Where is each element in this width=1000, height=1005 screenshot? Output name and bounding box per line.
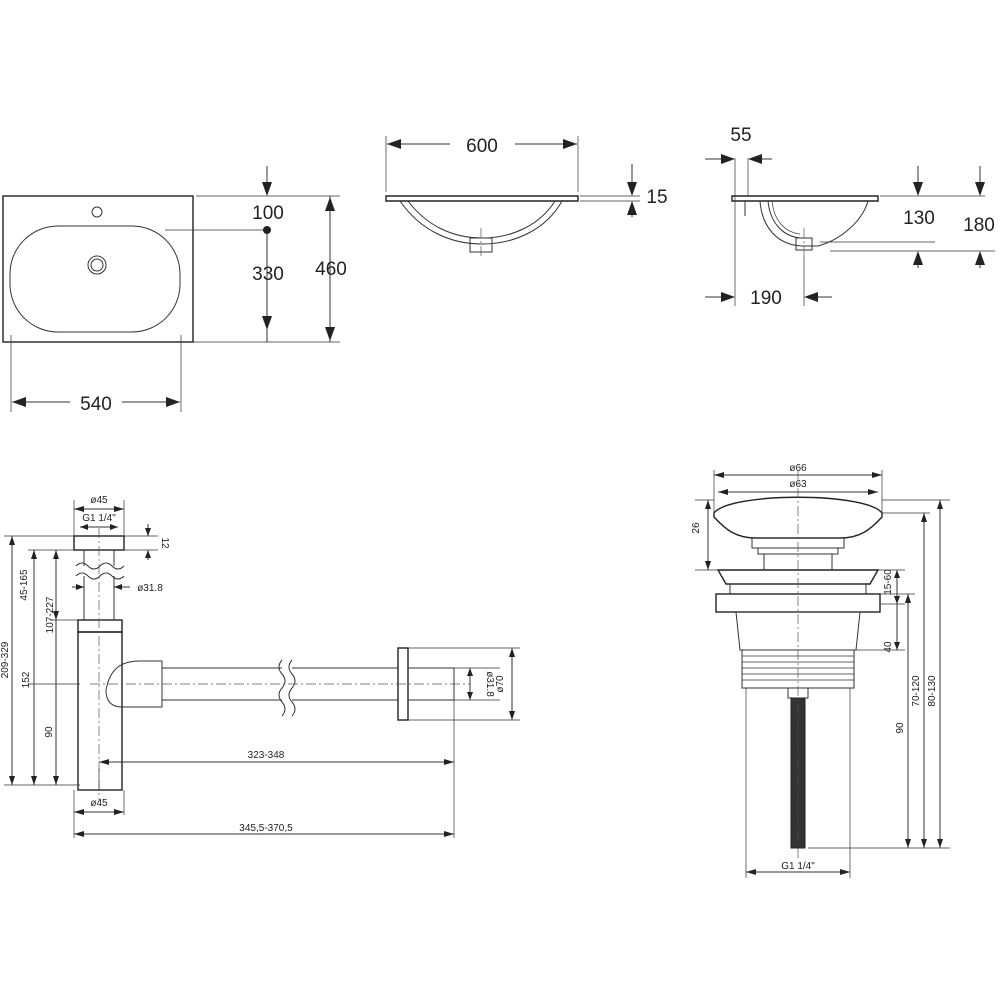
drain-valve-drawing: ø66 ø63 26 15-60 40 90 70-120 <box>691 463 950 878</box>
basin-top-view: 100 330 460 540 <box>2 166 347 415</box>
dim-valve-cap-inner: ø63 <box>789 479 807 490</box>
dim-siphon-range-1: 45-165 <box>19 569 30 601</box>
dim-valve-90: 90 <box>895 722 906 734</box>
drain-valve-cap <box>713 496 883 539</box>
dim-siphon-rosette: ø70 <box>495 675 506 693</box>
dim-side-drain-height: 130 <box>903 208 935 229</box>
dim-valve-cap-height: 26 <box>691 522 702 534</box>
dim-valve-flange-range: 15-60 <box>883 569 894 595</box>
dim-side-rim-offset: 55 <box>730 125 751 146</box>
dim-valve-cap-outer: ø66 <box>789 463 807 474</box>
basin-side-view: 55 190 130 180 <box>705 125 995 309</box>
dim-valve-range-1: 70-120 <box>911 675 922 707</box>
drain-hole-inner <box>90 258 104 272</box>
dim-siphon-thread: G1 1/4" <box>82 513 116 524</box>
basin-front-bowl-outer <box>399 200 563 245</box>
dim-drain-offset: 330 <box>252 264 284 285</box>
dim-siphon-nut-height: 12 <box>159 537 170 549</box>
dim-siphon-bottom-diameter: ø45 <box>90 798 108 809</box>
dim-valve-body-40: 40 <box>883 641 894 653</box>
dim-siphon-top-diameter: ø45 <box>90 495 108 506</box>
drain-hole-outer <box>87 255 107 275</box>
siphon-bottle <box>77 631 123 791</box>
basin-bowl <box>9 225 181 333</box>
dim-basin-depth: 460 <box>315 259 347 280</box>
dim-side-depth: 190 <box>750 288 782 309</box>
dim-siphon-152: 152 <box>21 671 32 688</box>
dim-siphon-length-2: 345,5-370,5 <box>239 823 293 834</box>
dim-siphon-outlet-diameter: ø31.8 <box>484 671 495 697</box>
dim-siphon-length-1: 323-348 <box>248 750 285 761</box>
dim-basin-width: 540 <box>80 394 112 415</box>
dim-valve-range-2: 80-130 <box>927 675 938 707</box>
basin-side-bowl-outer <box>759 200 869 247</box>
basin-front-view: 600 15 <box>385 136 668 256</box>
dim-basin-rim: 15 <box>646 187 667 208</box>
dim-siphon-range-2: 107-227 <box>45 596 56 633</box>
dim-hole-offset: 100 <box>252 203 284 224</box>
dim-siphon-90: 90 <box>44 726 55 738</box>
basin-side-rim <box>731 195 879 202</box>
drain-valve-flange <box>716 569 880 585</box>
siphon-drawing: ø45 G1 1/4" 12 ø31.8 209-329 152 <box>0 495 520 838</box>
basin-front-bowl-inner <box>407 200 556 239</box>
dim-valve-thread: G1 1/4" <box>781 861 815 872</box>
dim-siphon-range-3: 209-329 <box>0 641 11 678</box>
dim-side-height: 180 <box>963 215 995 236</box>
dim-basin-front-width: 600 <box>466 136 498 157</box>
basin-outline <box>2 195 194 343</box>
faucet-hole <box>91 206 103 218</box>
basin-front-rim <box>385 195 579 202</box>
dim-siphon-pipe-diameter: ø31.8 <box>137 583 163 594</box>
